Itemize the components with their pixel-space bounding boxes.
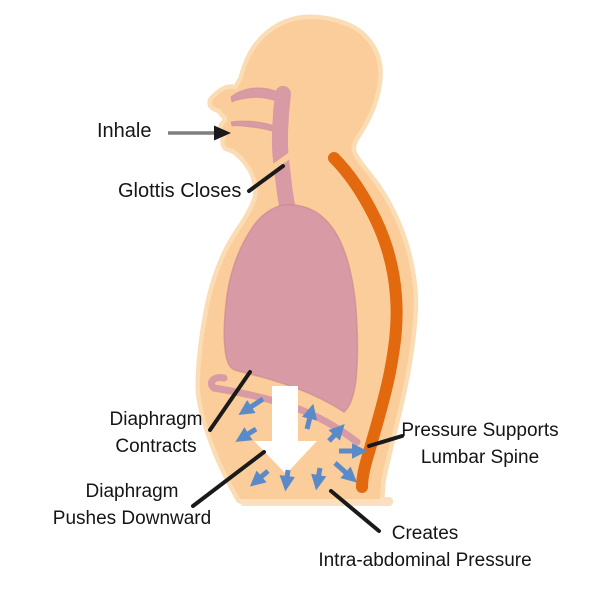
torso-fade-band [240,497,393,506]
pressure-arrow-up-right [327,424,345,443]
spine-line [328,152,403,493]
diaphragm-contracts-line2: Contracts [115,436,197,457]
diaphragm-contracts-line1: Diaphragm [109,409,203,430]
inhale-label: Inhale [97,120,152,142]
creates-iap-line1: Creates [391,523,459,544]
diaphragm-pushes-line2: Pushes Downward [52,508,212,529]
creates-iap-line2: Intra-abdominal Pressure [318,550,532,571]
pressure-supports-label: Pressure Supports Lumbar Spine [380,417,580,471]
pressure-arrow-down-right [333,461,358,483]
lung [223,204,359,413]
pressure-arrow-upper-left [238,396,265,415]
inhale-arrow [168,125,231,141]
pressure-arrow-left [235,426,258,442]
diaphragm-contracts-label: Diaphragm Contracts [76,406,236,460]
diaphragm-pushes-label: Diaphragm Pushes Downward [32,478,232,532]
glottis-gap [268,153,292,172]
pressure-supports-line2: Lumbar Spine [420,447,540,468]
diaphragm-push-arrow [254,386,317,474]
pressure-supports-pointer-line [367,434,404,448]
glottis-closes-label: Glottis Closes [118,180,242,202]
glottis-pointer-line [247,164,285,193]
creates-pressure-pointer-line [329,489,381,533]
pointer-lines [191,164,404,533]
pressure-arrow-down-2 [311,467,327,491]
pressure-arrow-up [302,403,318,430]
pressure-arrow-down-left [249,469,270,487]
throat-airway [271,86,295,213]
pressure-supports-line1: Pressure Supports [401,420,559,441]
inhale-arrow-head [214,125,231,141]
diaphragm-pushes-line1: Diaphragm [85,481,179,502]
pressure-arrow-down-1 [279,469,295,492]
pushes-downward-pointer-line [191,450,266,508]
pressure-arrows [235,396,368,492]
diaphragm-contracts-pointer-line [208,370,252,432]
creates-iap-label: Creates Intra-abdominal Pressure [300,520,550,574]
